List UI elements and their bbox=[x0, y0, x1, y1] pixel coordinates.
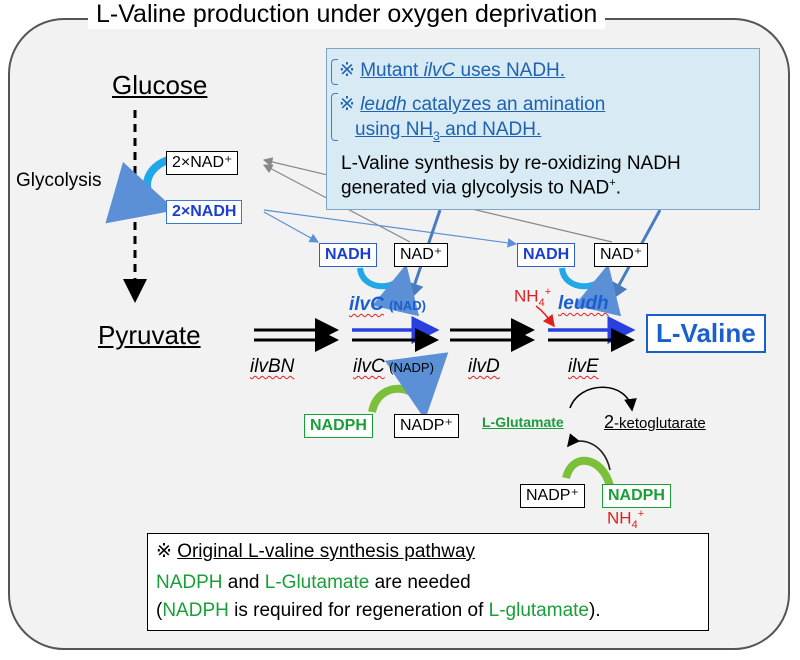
leudh-label: leudh bbox=[558, 293, 609, 315]
ilvbn-label: ilvBN bbox=[250, 356, 294, 378]
nh4-regen-sub: 4 bbox=[631, 519, 638, 532]
nh4-regen-text: NH bbox=[607, 508, 632, 528]
orig-glutamate-1: L-Glutamate bbox=[264, 572, 370, 593]
original-pathway-box: ※ Original L-valine synthesis pathway NA… bbox=[147, 533, 709, 631]
note-bracket-1 bbox=[331, 59, 338, 85]
nh4-label-regen: NH4+ bbox=[607, 508, 644, 531]
nad-plus-box-leudh: NAD⁺ bbox=[594, 243, 649, 267]
nadph-regeneration-curve bbox=[562, 456, 614, 488]
nadh-supply-arrow-2 bbox=[263, 209, 518, 248]
orig-required: is required for regeneration of bbox=[228, 600, 489, 621]
ilvd-gene: ilvD bbox=[468, 356, 500, 377]
l-glutamate-label: L-Glutamate bbox=[482, 414, 564, 430]
ketoglutarate-prefix: 2 bbox=[604, 412, 615, 432]
note-line-3: using NH3 and NADH. bbox=[355, 119, 541, 143]
orig-needed: are needed bbox=[369, 572, 471, 593]
glycolysis-label: Glycolysis bbox=[16, 170, 102, 191]
note-line-2-rest: catalyzes an amination bbox=[406, 94, 606, 115]
leudh-gene: leudh bbox=[558, 293, 609, 314]
ilvc-nadp-cofactor: (NADP) bbox=[389, 360, 434, 375]
note-line-1-gene: ilvC bbox=[423, 60, 456, 81]
ilvc-nad-cofactor: (NAD) bbox=[389, 298, 426, 313]
note-line-1-post: uses NADH. bbox=[455, 60, 566, 81]
orig-heading: Original L-valine synthesis pathway bbox=[177, 541, 476, 562]
glucose-label: Glucose bbox=[112, 70, 208, 100]
nh4-input-arrow bbox=[535, 305, 555, 328]
nh4-regen-sup: + bbox=[637, 508, 645, 520]
note-bracket-2 bbox=[331, 93, 338, 141]
note-line-1-pre: Mutant bbox=[360, 60, 424, 81]
nadh-supply-arrow-1 bbox=[263, 211, 320, 243]
note-line-5-end: . bbox=[615, 177, 621, 199]
reference-mark-2: ※ bbox=[339, 94, 355, 115]
ilvbn-gene: ilvBN bbox=[250, 356, 295, 377]
ilvc-nad-label: ilvC (NAD) bbox=[349, 294, 426, 316]
nadp-plus-box-regen: NADP⁺ bbox=[520, 484, 585, 508]
orig-line-3: (NADPH is required for regeneration of L… bbox=[156, 600, 601, 622]
note-line-2-gene: leudh bbox=[360, 94, 407, 115]
orig-line-2: NADPH and L-Glutamate are needed bbox=[156, 572, 471, 594]
glutamate-regeneration-arc bbox=[566, 433, 611, 471]
ilvd-label: ilvD bbox=[468, 356, 500, 378]
diagram-title: L-Valine production under oxygen depriva… bbox=[88, 0, 606, 29]
ketoglutarate-name: -ketoglutarate bbox=[614, 415, 706, 432]
nadph-box-ilvc: NADPH bbox=[304, 414, 373, 438]
note-line-5: generated via glycolysis to NAD+. bbox=[341, 177, 621, 199]
nadph-oxidation-curve bbox=[368, 352, 449, 420]
nadph-box-regen: NADPH bbox=[602, 484, 671, 508]
note-line-5-sup: + bbox=[609, 177, 616, 189]
note-line-3-post: and NADH. bbox=[439, 119, 542, 140]
nh4-label-leudh: NH4+ bbox=[514, 286, 551, 309]
nadh-box-ilvc: NADH bbox=[319, 243, 378, 267]
ilvc-nad-gene: ilvC bbox=[349, 294, 384, 315]
nadh-box-leudh: NADH bbox=[517, 243, 576, 267]
transamination-arc bbox=[569, 386, 637, 412]
pyruvate-label: Pyruvate bbox=[98, 320, 201, 350]
orig-paren-open: ( bbox=[156, 600, 163, 621]
orig-mark: ※ bbox=[156, 541, 172, 562]
nadp-plus-box-ilvc: NADP⁺ bbox=[394, 414, 459, 438]
orig-and: and bbox=[222, 572, 265, 593]
nad-plus-2x-box: 2×NAD⁺ bbox=[166, 151, 239, 175]
orig-line-1: ※ Original L-valine synthesis pathway bbox=[156, 540, 475, 563]
nad-plus-box-ilvc: NAD⁺ bbox=[394, 243, 449, 267]
nadh-oxidation-curve-2 bbox=[559, 264, 622, 317]
ilvc-gene: ilvC bbox=[353, 356, 385, 377]
ilve-gene: ilvE bbox=[568, 356, 599, 377]
note-line-3-pre: using NH bbox=[355, 119, 434, 140]
ilvc-nadp-label: ilvC (NADP) bbox=[353, 356, 434, 378]
reference-mark-1: ※ bbox=[339, 60, 355, 81]
nadh-oxidation-curve-1 bbox=[357, 264, 420, 317]
note-line-2: ※ leudh catalyzes an amination bbox=[339, 93, 605, 116]
orig-glutamate-2: L-glutamate bbox=[488, 600, 589, 621]
nh4-sub: 4 bbox=[538, 297, 545, 310]
nh4-text: NH bbox=[514, 286, 539, 306]
orig-paren-close: ). bbox=[589, 600, 601, 621]
nad-to-nadh-curve bbox=[105, 156, 176, 224]
mutation-note-box: ※ Mutant ilvC uses NADH. ※ leudh catalyz… bbox=[326, 48, 760, 210]
nadh-2x-box: 2×NADH bbox=[166, 200, 243, 224]
note-line-5-text: generated via glycolysis to NAD bbox=[341, 177, 610, 199]
note-line-4: L-Valine synthesis by re-oxidizing NADH bbox=[341, 153, 681, 174]
orig-nadph-2: NADPH bbox=[162, 600, 229, 621]
l-valine-product: L-Valine bbox=[646, 314, 766, 353]
nh4-sup: + bbox=[544, 286, 552, 298]
note-line-3-sub: 3 bbox=[433, 128, 440, 143]
ketoglutarate-label: 2-ketoglutarate bbox=[604, 412, 706, 433]
ilve-label: ilvE bbox=[568, 356, 599, 378]
orig-nadph-1: NADPH bbox=[156, 572, 223, 593]
note-line-1: ※ Mutant ilvC uses NADH. bbox=[339, 59, 565, 82]
